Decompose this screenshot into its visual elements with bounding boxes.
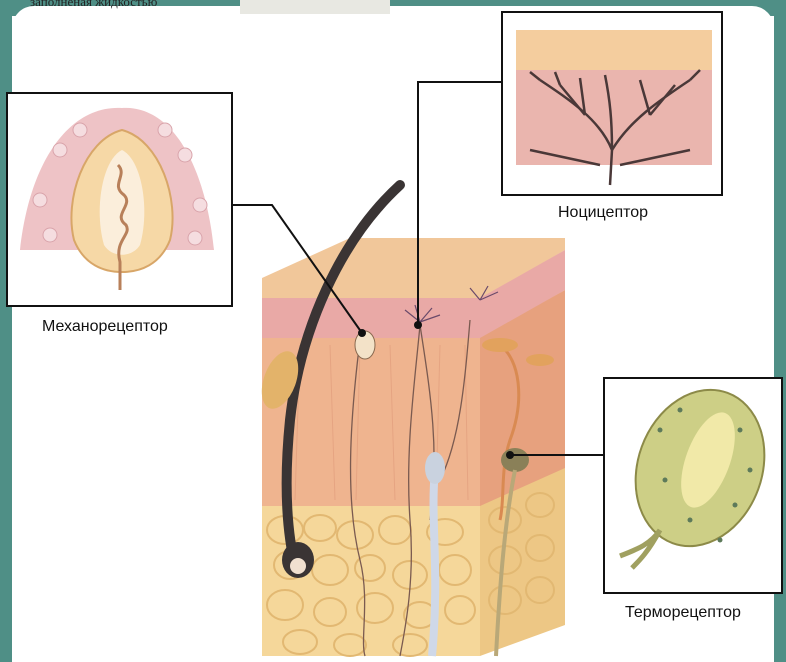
nociceptor-label: Ноцицептор bbox=[558, 204, 648, 222]
mechanoreceptor-label: Механорецептор bbox=[42, 318, 168, 336]
thermoreceptor-label: Терморецептор bbox=[625, 604, 741, 622]
